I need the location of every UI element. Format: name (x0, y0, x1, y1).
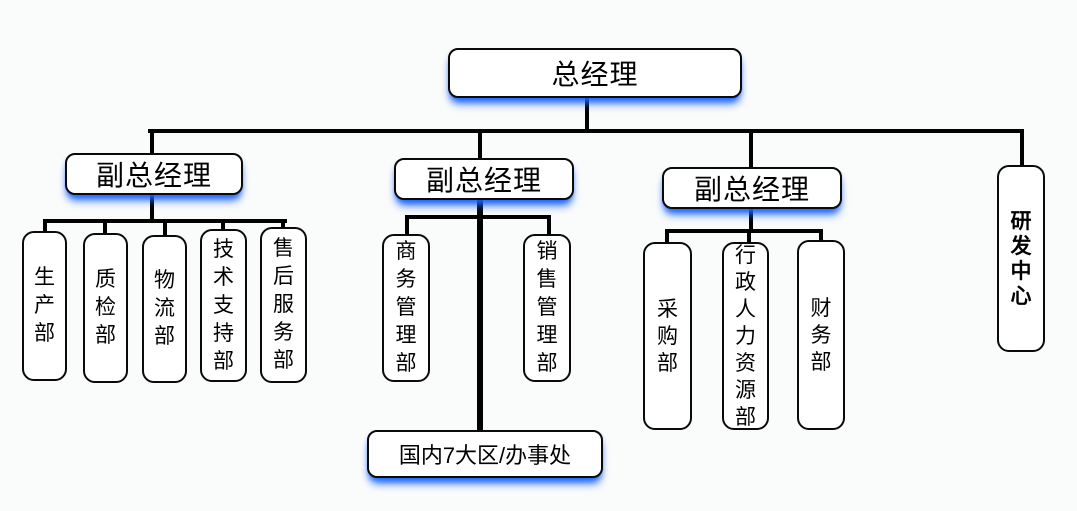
connector-stub-deputy3 (749, 131, 753, 168)
connector-stub-production (43, 221, 47, 232)
connector-stub-sales (547, 218, 551, 235)
dept-logistics-label: 物流部 (154, 269, 175, 348)
dept-finance: 财务部 (797, 240, 845, 430)
connector-stub-purchasing (665, 232, 669, 243)
dept-finance-label: 财务部 (810, 296, 832, 374)
connector-root-trunk (585, 98, 589, 133)
connector-deputy1-down (150, 195, 154, 222)
dept-admin-hr-label: 行政人力资源部 (735, 243, 756, 429)
connector-stub-deputy1 (150, 131, 154, 154)
connector-stub-logistics (163, 221, 167, 236)
dept-production: 生产部 (22, 231, 67, 381)
dept-tech-support: 技术支持部 (200, 229, 247, 382)
dept-tech-support-label: 技术支持部 (213, 237, 234, 373)
connector-stub-finance (819, 232, 823, 241)
node-rd-center: 研发中心 (997, 165, 1045, 352)
dept-business-management: 商务管理部 (382, 234, 430, 382)
node-rd-center-label: 研发中心 (1010, 209, 1032, 308)
dept-sales-management: 销售管理部 (523, 234, 571, 382)
node-general-manager: 总经理 (448, 48, 742, 98)
dept-business-management-label: 商务管理部 (395, 240, 417, 375)
dept-aftersales-service-label: 售后服务部 (273, 237, 294, 372)
connector-stub-admin-hr (747, 232, 751, 243)
dept-logistics: 物流部 (142, 235, 187, 383)
node-deputy-gm-3: 副总经理 (662, 167, 842, 209)
connector-branch3-bar (665, 229, 823, 233)
connector-stub-rd-center (1020, 131, 1024, 166)
dept-purchasing-label: 采购部 (657, 297, 678, 375)
connector-main-horizontal (148, 129, 1024, 133)
node-deputy-gm-2: 副总经理 (394, 158, 574, 200)
connector-branch2-bar (405, 215, 551, 219)
connector-stub-techsupport (221, 221, 225, 231)
dept-sales-management-label: 销售管理部 (536, 240, 558, 375)
dept-quality-inspection-label: 质检部 (95, 268, 116, 347)
connector-stub-business (405, 218, 409, 235)
dept-admin-hr: 行政人力资源部 (722, 242, 769, 430)
dept-quality-inspection: 质检部 (83, 233, 128, 383)
dept-aftersales-service: 售后服务部 (260, 227, 307, 383)
dept-purchasing: 采购部 (643, 242, 692, 430)
node-deputy-gm-1: 副总经理 (65, 153, 243, 195)
dept-production-label: 生产部 (34, 266, 55, 345)
connector-stub-quality (103, 221, 107, 234)
connector-deputy2-trunk (477, 200, 483, 431)
connector-stub-deputy2 (478, 131, 482, 159)
connector-deputy3-down (749, 209, 753, 232)
connector-stub-aftersales (281, 221, 285, 229)
node-domestic-regions-offices: 国内7大区/办事处 (367, 430, 603, 478)
